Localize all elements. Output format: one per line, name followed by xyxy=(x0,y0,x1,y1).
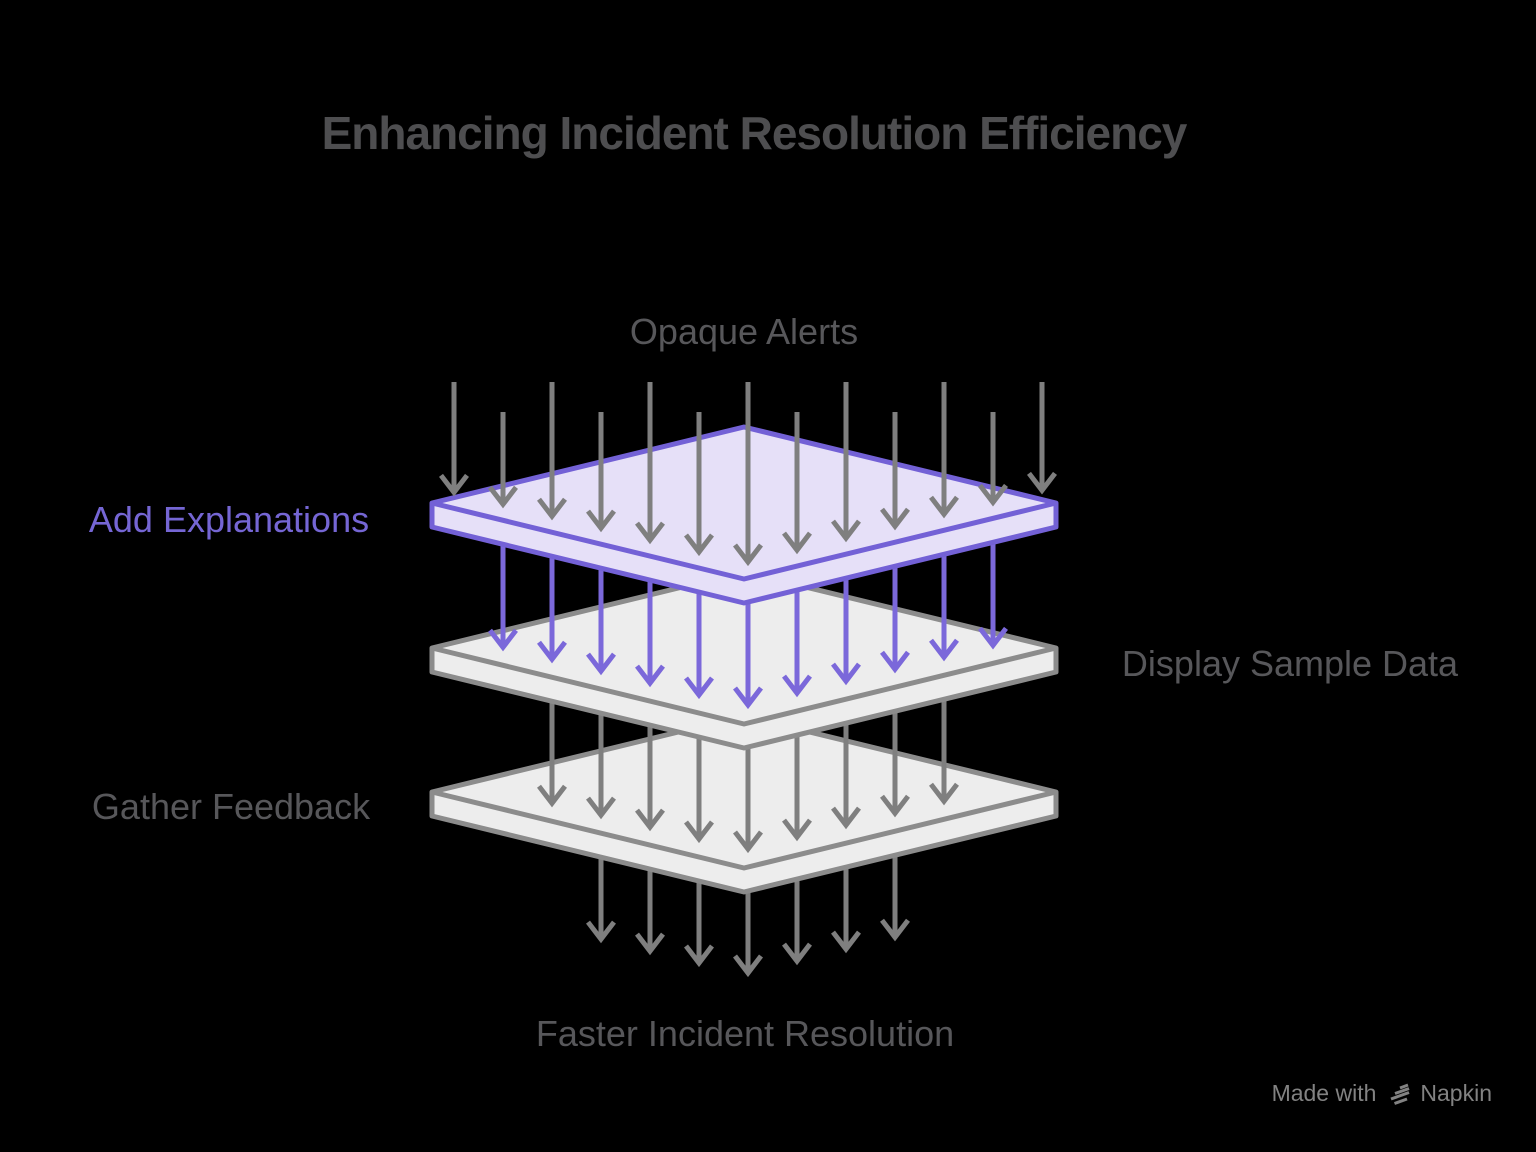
flow-arrow xyxy=(978,412,1008,507)
flow-arrow xyxy=(537,687,567,808)
flow-arrow xyxy=(635,711,665,832)
flow-arrow xyxy=(733,382,763,567)
label-gather-feedback: Gather Feedback xyxy=(91,786,371,827)
flow-arrow xyxy=(488,530,518,652)
flow-arrows-input xyxy=(439,382,1057,567)
flow-arrow xyxy=(684,723,714,844)
diagram-title: Enhancing Incident Resolution Efficiency xyxy=(321,107,1188,159)
flow-arrow xyxy=(1027,382,1057,495)
label-add-explanations: Add Explanations xyxy=(88,499,370,540)
label-display-sample-data: Display Sample Data xyxy=(1121,643,1459,684)
napkin-logo-icon xyxy=(1390,1083,1410,1105)
flow-arrow xyxy=(635,566,665,688)
flow-arrow xyxy=(782,576,812,698)
plate-display-sample-data xyxy=(429,569,1059,751)
flow-arrow xyxy=(684,412,714,557)
flow-arrow xyxy=(782,412,812,555)
watermark-made-with: Made with xyxy=(1271,1080,1377,1106)
flow-arrow xyxy=(684,578,714,700)
flow-arrow xyxy=(831,709,861,830)
flow-arrow xyxy=(586,699,616,820)
flow-arrow xyxy=(537,542,567,664)
flow-arrow xyxy=(586,412,616,533)
flow-arrow xyxy=(929,685,959,806)
flow-arrow xyxy=(880,552,910,674)
flow-arrow xyxy=(635,382,665,545)
flow-arrow xyxy=(439,382,469,497)
flow-arrow xyxy=(782,721,812,842)
label-opaque-alerts: Opaque Alerts xyxy=(629,311,859,352)
flow-arrows-after-add-explanations xyxy=(488,528,1008,710)
flow-arrow xyxy=(978,528,1008,650)
flow-arrow xyxy=(537,382,567,521)
flow-arrow xyxy=(488,412,518,509)
plate-add-explanations xyxy=(429,424,1059,606)
flow-arrow xyxy=(880,412,910,531)
flow-arrow xyxy=(929,382,959,519)
flow-arrows-middle xyxy=(537,685,959,854)
flow-arrow xyxy=(831,382,861,543)
flow-arrow xyxy=(586,554,616,676)
flow-arrow xyxy=(880,697,910,818)
flow-arrow xyxy=(733,733,763,854)
watermark-brand: Napkin xyxy=(1420,1080,1492,1106)
flow-arrow xyxy=(929,540,959,662)
label-faster-incident-resolution: Faster Incident Resolution xyxy=(535,1013,955,1054)
flow-arrow xyxy=(733,588,763,710)
watermark[interactable]: Made with Napkin xyxy=(1272,1080,1492,1107)
flow-arrow xyxy=(831,564,861,686)
